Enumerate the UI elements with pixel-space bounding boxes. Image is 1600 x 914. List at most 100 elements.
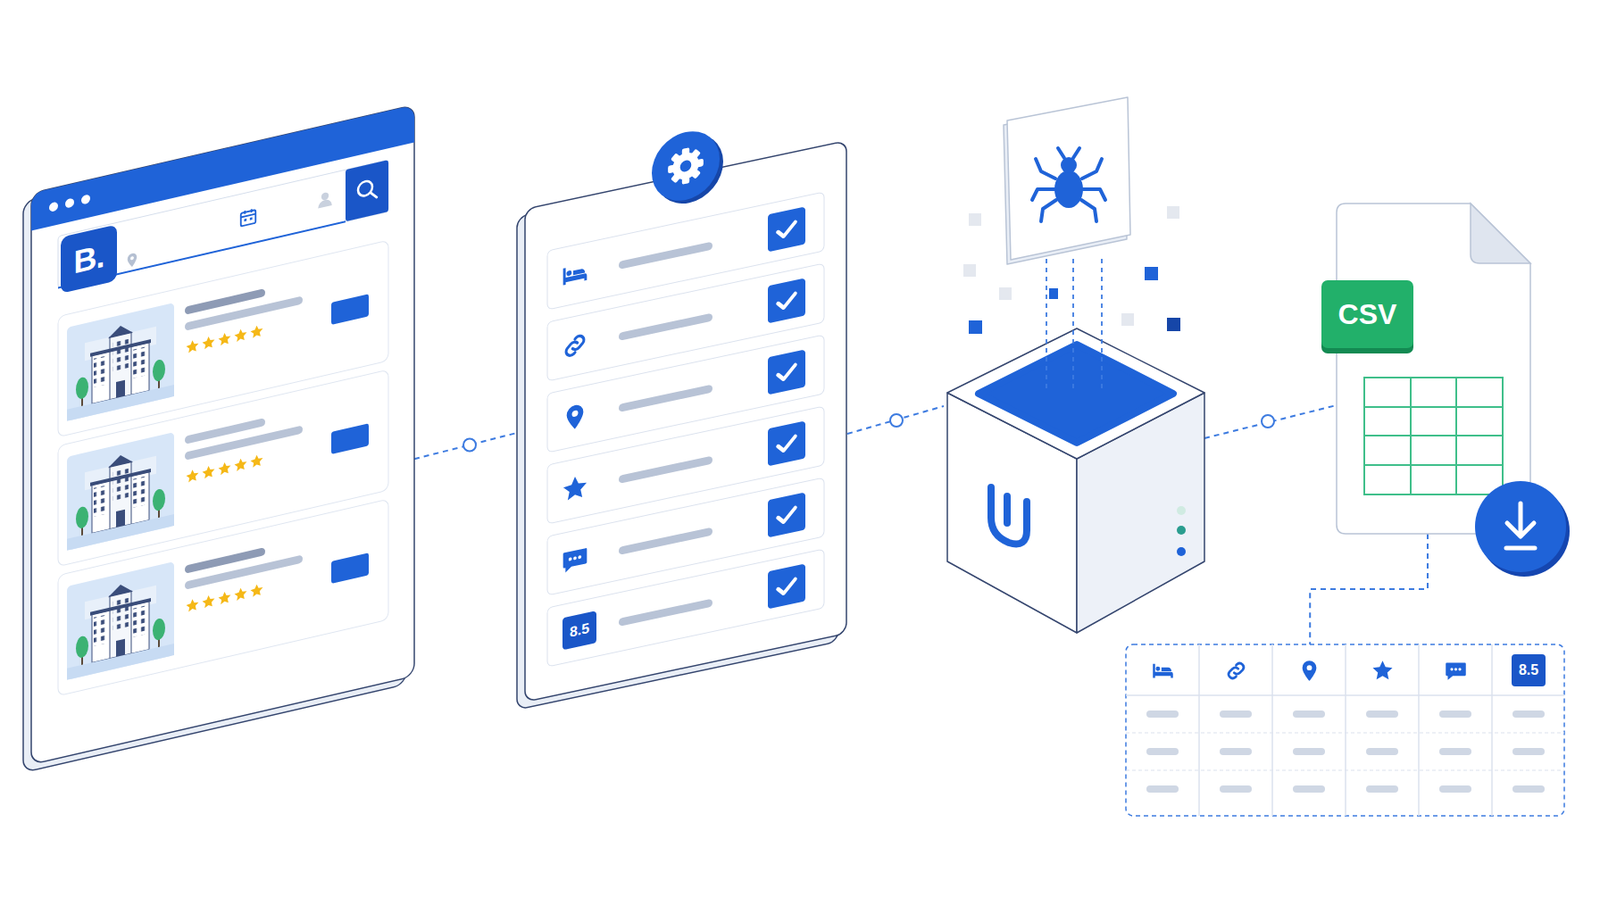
drawing-part <box>250 324 264 339</box>
drawing-part <box>1166 206 1180 219</box>
drawing-part <box>991 487 1027 544</box>
drawing-part <box>58 499 389 696</box>
drawing-part <box>1032 148 1106 222</box>
drawing-part <box>1261 415 1275 428</box>
drawing-part <box>345 159 389 222</box>
drawing-part <box>250 453 264 468</box>
csv-badge: CSV <box>1321 280 1414 349</box>
field-checklist: 8.5 <box>525 141 847 703</box>
drawing-part <box>767 564 806 610</box>
drawing-part <box>618 599 713 627</box>
connector-dot <box>463 438 476 451</box>
drawing-part <box>66 302 175 422</box>
drawing-part <box>1445 663 1467 681</box>
drawing-part <box>66 561 175 681</box>
drawing-part <box>202 594 216 609</box>
drawing-part <box>1219 748 1252 756</box>
drawing-part <box>1125 644 1565 817</box>
drawing-part <box>1506 503 1535 549</box>
drawing-part <box>1228 663 1244 679</box>
drawing-part <box>618 241 713 270</box>
drawing-part <box>1219 785 1252 793</box>
browser-drawing <box>31 104 415 765</box>
drawing-part <box>31 104 415 765</box>
drawing-part <box>66 432 175 551</box>
drawing-part <box>1292 785 1325 793</box>
drawing-part <box>777 222 795 238</box>
scraper-cube <box>947 328 1205 634</box>
connector-line <box>1309 533 1428 645</box>
drawing-part <box>767 421 806 467</box>
drawing-part <box>767 350 806 396</box>
drawing-part <box>1121 313 1134 326</box>
drawing-part <box>1512 748 1545 756</box>
drawing-part <box>777 365 795 381</box>
drawing-part <box>566 334 584 357</box>
drawing-part <box>218 590 232 605</box>
drawing-part <box>1146 748 1179 756</box>
drawing-part <box>65 197 75 209</box>
drawing-part <box>1366 785 1399 793</box>
dashed-connector <box>1309 533 1428 645</box>
drawing-part <box>81 193 91 205</box>
file-drawing <box>1336 203 1531 534</box>
drawing-part <box>999 287 1012 300</box>
drawing-part <box>241 208 257 226</box>
drawing-part <box>1302 660 1317 682</box>
drawing-part <box>1054 170 1084 209</box>
drawing-part <box>234 327 248 342</box>
drawing-part <box>777 436 795 452</box>
drawing-part <box>1144 266 1159 281</box>
drawing-part <box>767 278 806 325</box>
drawing-part <box>618 527 713 556</box>
drawing-part <box>847 406 944 434</box>
connector-line <box>414 431 525 460</box>
drawing-part <box>618 456 713 484</box>
drawing-part <box>1512 710 1545 718</box>
drawing-part <box>234 586 248 601</box>
drawing-part <box>218 331 232 346</box>
drawing-part <box>777 293 795 309</box>
drawing-part <box>1204 405 1337 439</box>
drawing-part <box>667 144 704 188</box>
drawing-part <box>1146 710 1179 718</box>
drawing-part <box>1176 547 1186 557</box>
browser-window: B. <box>31 104 415 765</box>
drawing-part <box>1166 317 1181 332</box>
drawing-part <box>547 549 825 667</box>
drawing-part <box>49 201 59 213</box>
drawing-part <box>358 179 373 198</box>
drawing-part <box>1366 748 1399 756</box>
drawing-part <box>890 414 903 427</box>
drawing-part <box>370 191 377 200</box>
drawing-part <box>1470 203 1531 264</box>
drawing-part <box>202 335 216 350</box>
drawing-part <box>1176 525 1186 535</box>
drawing-part <box>1364 377 1503 495</box>
drawing-part <box>331 552 369 584</box>
drawing-part <box>317 191 333 209</box>
drawing-part <box>767 207 806 253</box>
drawing-part <box>1364 377 1503 495</box>
drawing-part <box>1219 710 1252 718</box>
drawing-part <box>58 499 389 696</box>
drawing-part <box>968 320 983 334</box>
drawing-part <box>777 508 795 524</box>
drawing-part <box>777 579 795 595</box>
drawing-part <box>1146 710 1545 793</box>
drawing-part <box>1125 644 1565 817</box>
csv-file: CSV <box>1336 203 1531 534</box>
drawing-part <box>1372 660 1392 680</box>
drawing-part <box>127 252 138 268</box>
drawing-part <box>968 213 982 226</box>
drawing-part <box>767 492 806 539</box>
drawing-part <box>566 403 584 432</box>
drawing-part <box>1152 664 1174 679</box>
drawing-part <box>186 339 200 354</box>
drawing-part <box>184 295 303 331</box>
drawing-part <box>1439 710 1472 718</box>
drawing-part <box>547 549 825 667</box>
drawing-part <box>947 328 1205 459</box>
table-drawing <box>1125 644 1565 817</box>
